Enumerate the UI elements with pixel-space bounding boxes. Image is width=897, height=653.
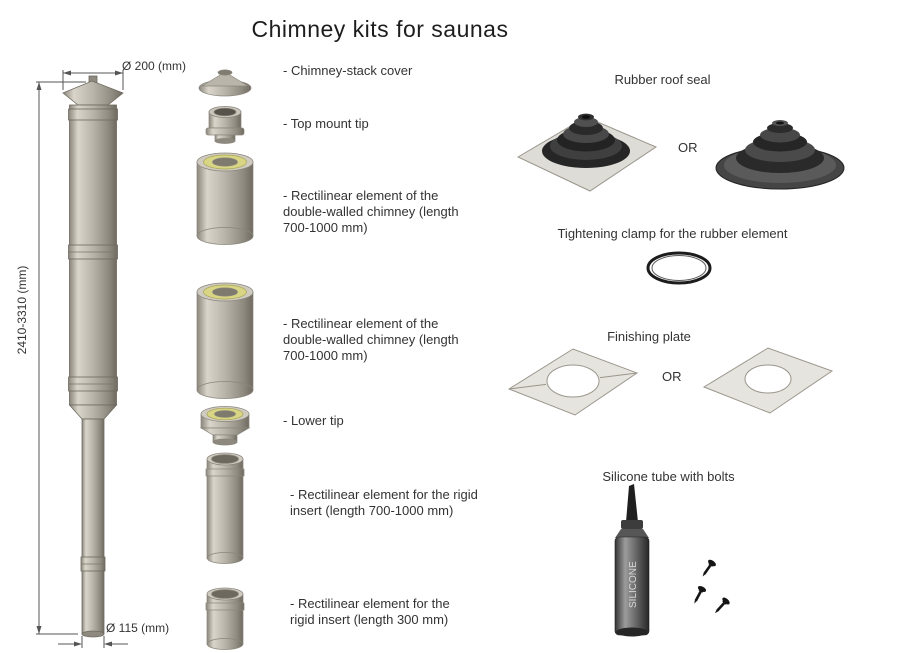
exploded-parts-illustration	[196, 69, 254, 650]
part-label-chimney-stack-cover: - Chimney-stack cover	[283, 63, 413, 78]
part-label-top-mount-tip: - Top mount tip	[283, 116, 369, 131]
rubber-roof-seal-round-illustration	[715, 120, 845, 190]
part-label-rigid-insert-element-1: - Rectilinear element for the rigid inse…	[290, 487, 478, 518]
silicone-tube-text: SILICONE	[628, 561, 639, 608]
part-chimney-stack-cover	[198, 69, 252, 97]
part-rigid-insert-element-1	[205, 452, 245, 564]
part-label-double-walled-element-1: - Rectilinear element of the double-wall…	[283, 188, 459, 235]
or-label-finishing-plate: OR	[662, 369, 682, 384]
silicone-tube-illustration: SILICONE	[614, 484, 650, 637]
accessory-label-rubber-roof-seal: Rubber roof seal	[614, 72, 711, 87]
dim-label-bottom-diameter: Ø 115 (mm)	[106, 621, 170, 635]
accessory-label-finishing-plate: Finishing plate	[607, 329, 691, 344]
finishing-plate-split-illustration	[507, 348, 639, 416]
page-title: Chimney kits for saunas	[251, 16, 509, 42]
accessory-label-silicone-tube: Silicone tube with bolts	[602, 469, 735, 484]
assembled-chimney-body	[62, 75, 124, 638]
part-rigid-insert-element-2	[205, 587, 245, 650]
bolts-illustration	[690, 558, 731, 617]
part-double-walled-element-1	[196, 152, 254, 245]
part-lower-tip	[199, 406, 251, 446]
accessory-label-tightening-clamp: Tightening clamp for the rubber element	[557, 226, 788, 241]
tightening-clamp-illustration	[646, 251, 712, 285]
dimension-lines	[36, 70, 128, 648]
rubber-roof-seal-square-illustration	[516, 113, 658, 192]
dim-label-top-diameter: Ø 200 (mm)	[122, 59, 187, 73]
part-double-walled-element-2	[196, 282, 254, 399]
assembled-chimney-illustration	[36, 70, 128, 648]
part-label-lower-tip: - Lower tip	[283, 413, 344, 428]
part-top-mount-tip	[205, 106, 245, 144]
part-label-double-walled-element-2: - Rectilinear element of the double-wall…	[283, 316, 459, 363]
dimension-arrows	[36, 70, 123, 647]
dim-label-height-range: 2410-3310 (mm)	[15, 265, 29, 355]
part-label-rigid-insert-element-2: - Rectilinear element for the rigid inse…	[290, 596, 450, 627]
or-label-roof-seal: OR	[678, 140, 698, 155]
finishing-plate-solid-illustration	[702, 347, 834, 414]
